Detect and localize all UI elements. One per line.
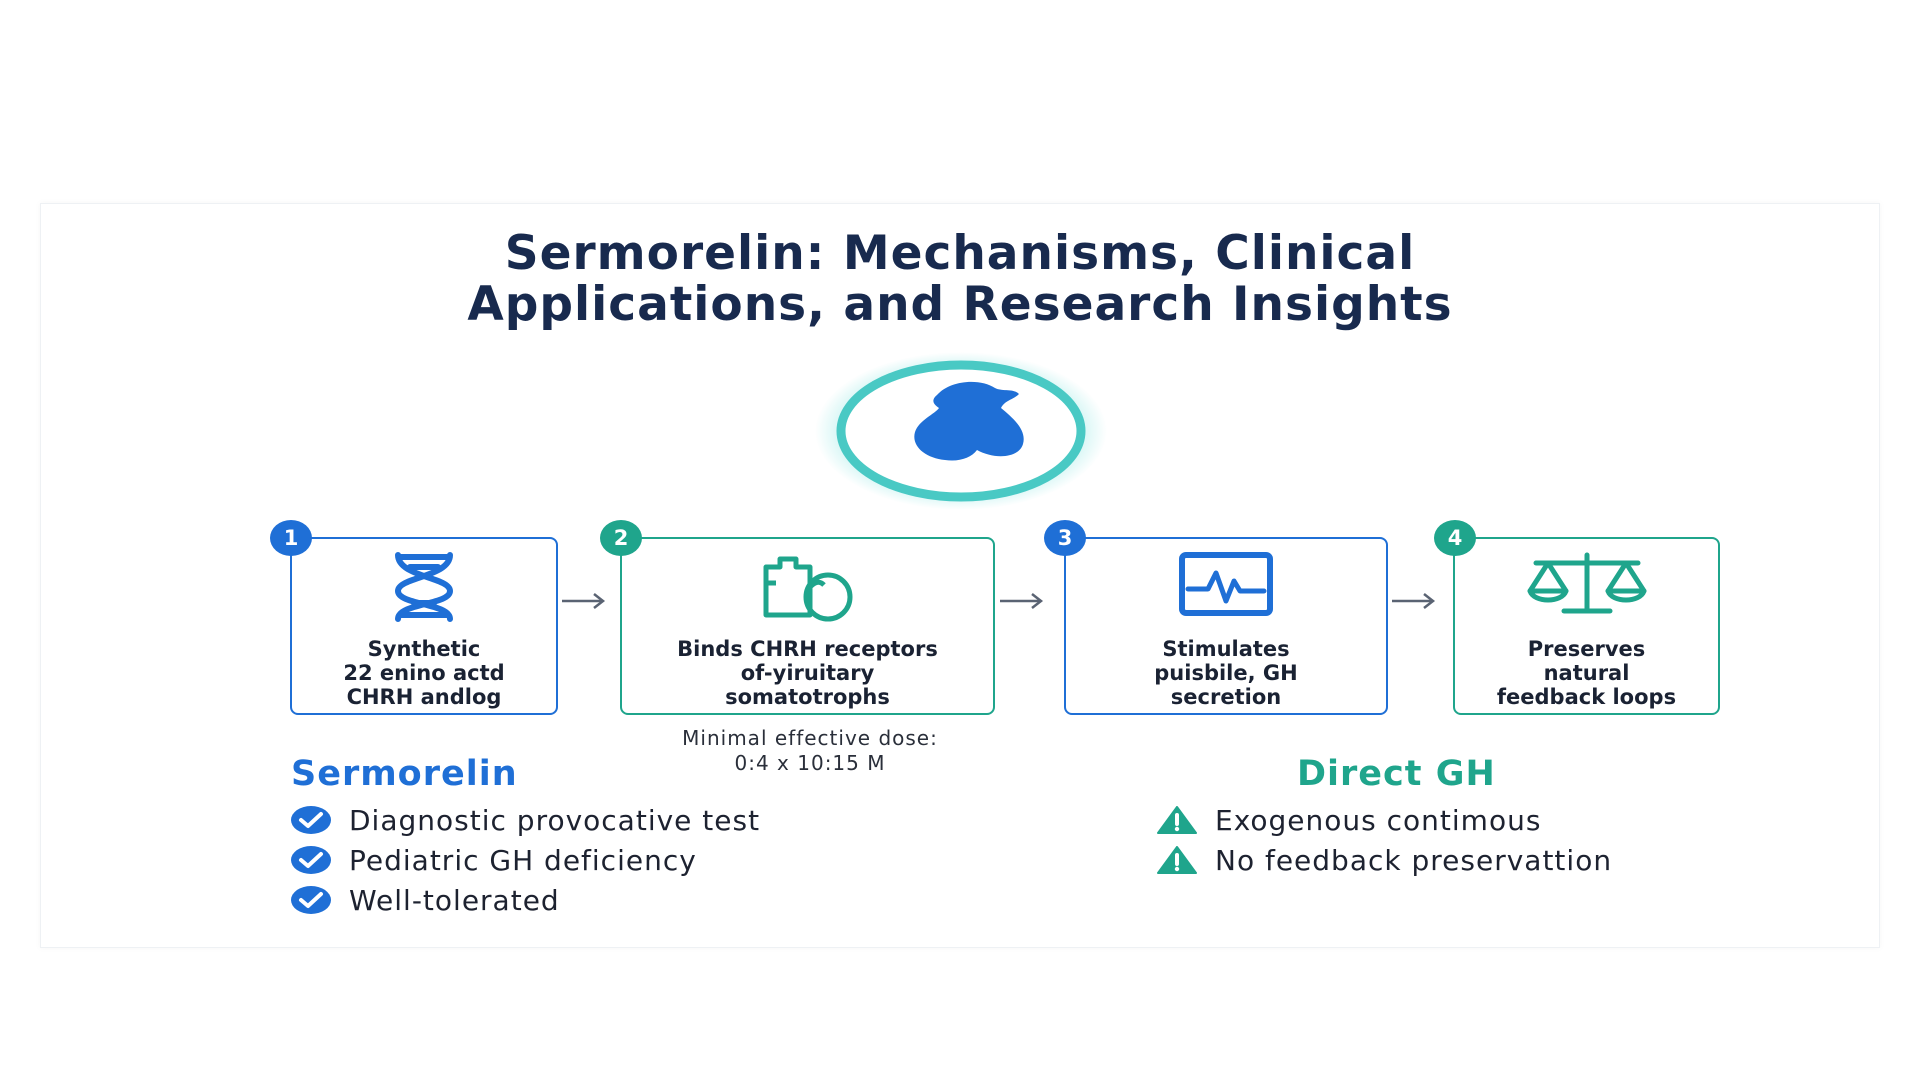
step-card-2: Binds CHRH receptors of-yiruitary somato… (620, 537, 995, 715)
list-item: Exogenous contimous (1157, 800, 1612, 840)
dose-line-2: 0:4 x 10:15 M (734, 751, 886, 775)
step-card-3: Stimulates puisbile, GH secretion (1064, 537, 1388, 715)
step-card-4: Preserves natural feedback loops (1453, 537, 1720, 715)
pituitary-gland-icon (815, 350, 1107, 510)
step-badge-4: 4 (1434, 520, 1476, 556)
step-4-label: Preserves natural feedback loops (1496, 637, 1677, 709)
list-item: Pediatric GH deficiency (291, 840, 760, 880)
warning-triangle-icon (1157, 806, 1197, 834)
list-item: Diagnostic provocative test (291, 800, 760, 840)
check-circle-icon (291, 806, 331, 834)
direct-gh-list: Exogenous contimous No feedback preserva… (1157, 800, 1612, 880)
receptor-binding-icon (763, 556, 852, 622)
step-2-label: Binds CHRH receptors of-yiruitary somato… (677, 637, 938, 709)
warning-triangle-icon (1157, 846, 1197, 874)
dose-line-1: Minimal effective dose: (682, 726, 938, 750)
dose-note: Minimal effective dose: 0:4 x 10:15 M (600, 726, 1020, 776)
dna-helix-icon (394, 552, 454, 622)
step-badge-3: 3 (1044, 520, 1086, 556)
check-circle-icon (291, 886, 331, 914)
flow-arrow-2-3 (1000, 593, 1044, 609)
step-1-label: Synthetic 22 enino actd CHRH andlog (343, 637, 505, 709)
direct-gh-heading: Direct GH (1297, 754, 1496, 794)
page-title: Sermorelin: Mechanisms, Clinical Applica… (0, 228, 1920, 330)
pulse-monitor-icon (1179, 552, 1273, 616)
step-badge-2: 2 (600, 520, 642, 556)
list-item: Well-tolerated (291, 880, 760, 920)
title-line-2: Applications, and Research Insights (467, 277, 1453, 332)
step-badge-1: 1 (270, 520, 312, 556)
step-card-1: Synthetic 22 enino actd CHRH andlog (290, 537, 558, 715)
flow-arrow-3-4 (1392, 593, 1436, 609)
balance-scale-icon (1527, 552, 1646, 614)
list-item: No feedback preservattion (1157, 840, 1612, 880)
step-3-label: Stimulates puisbile, GH secretion (1154, 637, 1298, 709)
check-circle-icon (291, 846, 331, 874)
sermorelin-heading: Sermorelin (291, 754, 518, 794)
sermorelin-list: Diagnostic provocative test Pediatric GH… (291, 800, 760, 920)
title-line-1: Sermorelin: Mechanisms, Clinical (504, 226, 1416, 281)
flow-arrow-1-2 (562, 593, 606, 609)
